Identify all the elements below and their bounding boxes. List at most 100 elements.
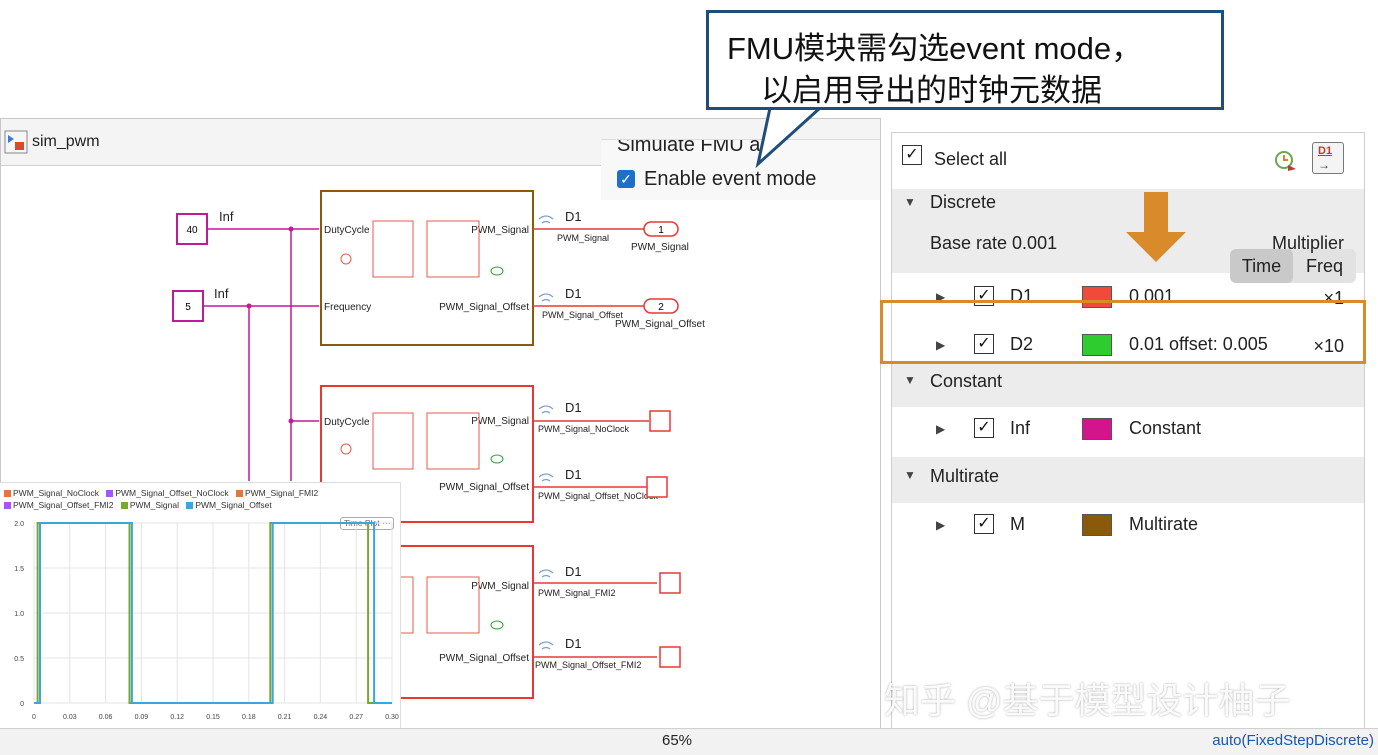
- time-plot-window[interactable]: PWM_Signal_NoClock PWM_Signal_Offset_NoC…: [0, 482, 401, 737]
- watermark: 知乎 @基于模型设计柚子: [884, 680, 1291, 721]
- expand-icon[interactable]: ▶: [936, 422, 946, 436]
- popup-title: Simulate FMU as: [617, 140, 771, 154]
- legend-swatch-icon: [106, 490, 114, 498]
- rate-row-d2[interactable]: ▶ ✓ D2 0.01 offset: 0.005 ×10: [892, 321, 1364, 369]
- legend-swatch-icon: [235, 490, 243, 498]
- time-freq-toggle: Time Freq: [1230, 249, 1356, 283]
- wire-label-4: PWM_Signal_Offset_NoClock: [538, 491, 658, 501]
- group-discrete-label: Discrete: [930, 192, 997, 212]
- legend-item[interactable]: PWM_Signal_FMI2: [235, 487, 318, 499]
- collapse-multirate-icon[interactable]: ▼: [904, 468, 916, 482]
- signal-log-icons: [538, 215, 554, 650]
- legend-item[interactable]: PWM_Signal_Offset: [186, 499, 272, 511]
- outport-1[interactable]: [643, 221, 679, 237]
- collapse-constant-icon[interactable]: ▼: [904, 373, 916, 387]
- enable-event-mode-checkbox[interactable]: ✓: [617, 170, 635, 188]
- rate-label-d1-3: D1: [565, 400, 582, 415]
- outport-1-label: PWM_Signal: [631, 242, 689, 253]
- x-tick-label: 0.21: [278, 714, 292, 721]
- inner-blocks-1: [340, 220, 504, 278]
- y-tick-label: 1.5: [14, 566, 24, 573]
- x-tick-label: 0.03: [63, 714, 77, 721]
- wire-label-6: PWM_Signal_Offset_FMI2: [535, 660, 641, 670]
- x-tick-label: 0.15: [206, 714, 220, 721]
- arrow-right-icon: →: [1318, 158, 1330, 172]
- port-dutycycle-1: DutyCycle: [324, 225, 370, 236]
- rate-label-d1-4: D1: [565, 467, 582, 482]
- rate-d2-checkbox[interactable]: ✓: [974, 334, 994, 354]
- output-wires: [533, 228, 657, 658]
- freq-button[interactable]: Freq: [1305, 255, 1343, 276]
- legend-item[interactable]: PWM_Signal_Offset_NoClock: [106, 487, 229, 499]
- rate-inf-checkbox[interactable]: ✓: [974, 418, 994, 438]
- x-tick-label: 0.09: [135, 714, 149, 721]
- rate-id: Inf: [1010, 418, 1031, 438]
- inner-blocks-2: [340, 412, 504, 470]
- model-header-bar: sim_pwm Simulate FMU as ✓ Enable event m…: [1, 119, 881, 200]
- port-pwm-signal-1: PWM_Signal: [471, 225, 529, 236]
- group-constant: ▼ Constant: [892, 363, 1364, 407]
- legend-swatch-icon: [120, 502, 128, 510]
- legend-item[interactable]: PWM_Signal: [120, 499, 179, 511]
- simulink-model-icon: [4, 130, 28, 154]
- constant-wires: [203, 228, 319, 481]
- constant-40-value: 40: [186, 225, 198, 236]
- rate-m-checkbox[interactable]: ✓: [974, 514, 994, 534]
- multiplier-header: Multiplier: [1271, 233, 1344, 253]
- outport-2[interactable]: [643, 298, 679, 314]
- terminator-blocks[interactable]: [646, 410, 681, 668]
- x-tick-label: 0: [32, 714, 36, 721]
- enable-event-mode-label: Enable event mode: [644, 168, 817, 190]
- block-diagram: 40 Inf 5 Inf DutyCycle Frequency PWM_Sig…: [172, 190, 705, 699]
- rate-id: D2: [1010, 334, 1034, 354]
- model-breadcrumb[interactable]: sim_pwm: [4, 128, 100, 156]
- wire-label-2: PWM_Signal_Offset: [542, 310, 623, 320]
- legend-d1-button[interactable]: D1 →: [1312, 142, 1344, 174]
- x-tick-label: 0.27: [349, 714, 363, 721]
- rate-row-inf[interactable]: ▶ ✓ Inf Constant: [892, 407, 1364, 455]
- port-pwm-signal-3: PWM_Signal: [471, 581, 529, 592]
- rate-label-d1-1: D1: [565, 209, 582, 224]
- expand-icon[interactable]: ▶: [936, 338, 946, 352]
- port-dutycycle-2: DutyCycle: [324, 417, 370, 428]
- port-frequency-1: Frequency: [324, 302, 371, 313]
- constant-block-5[interactable]: [172, 290, 204, 322]
- solver-link[interactable]: auto(FixedStepDiscrete): [1212, 732, 1374, 749]
- outport-1-number: 1: [658, 225, 664, 236]
- rate-value: 0.01 offset: 0.005: [1129, 334, 1268, 354]
- time-button[interactable]: Time: [1230, 249, 1293, 283]
- wire-label-5: PWM_Signal_FMI2: [538, 588, 616, 598]
- rate-label-d1-5: D1: [565, 564, 582, 579]
- wire-label-1: PWM_Signal: [557, 233, 609, 243]
- collapse-discrete-icon[interactable]: ▼: [904, 195, 916, 209]
- legend-swatch-icon: [4, 490, 11, 498]
- x-tick-label: 0.18: [242, 714, 256, 721]
- timing-legend-list: ✓ Select all D1 → ▼ Discrete Time Freq B…: [891, 132, 1365, 730]
- legend-item[interactable]: PWM_Signal_NoClock: [4, 487, 99, 499]
- y-tick-label: 0: [20, 701, 24, 708]
- legend-swatch-icon: [4, 502, 11, 510]
- expand-icon[interactable]: ▶: [936, 518, 946, 532]
- group-multirate: ▼ Multirate: [892, 457, 1364, 503]
- x-tick-label: 0.30: [385, 714, 399, 721]
- rate-multiplier: ×10: [1313, 336, 1344, 356]
- rate-row-m[interactable]: ▶ ✓ M Multirate: [892, 503, 1364, 551]
- outport-2-number: 2: [658, 302, 664, 313]
- base-rate-label: Base rate 0.001: [930, 233, 1058, 253]
- legend-item[interactable]: PWM_Signal_Offset_FMI2: [4, 499, 113, 511]
- group-discrete: ▼ Discrete Time Freq Base rate 0.001 Mul…: [892, 189, 1364, 283]
- expand-icon[interactable]: ▶: [936, 290, 946, 304]
- x-tick-label: 0.06: [99, 714, 113, 721]
- constant-40-rate: Inf: [219, 209, 234, 224]
- plot-legend: PWM_Signal_NoClock PWM_Signal_Offset_NoC…: [4, 487, 396, 511]
- zoom-level[interactable]: 65%: [662, 732, 693, 749]
- select-all-checkbox[interactable]: ✓: [902, 145, 922, 165]
- constant-block-40[interactable]: [176, 213, 208, 245]
- constant-5-rate: Inf: [214, 286, 229, 301]
- callout-line-1: FMU模块需勾选event mode，: [727, 31, 1143, 66]
- highlight-rates-icon[interactable]: [1272, 147, 1298, 173]
- rate-label-d1-6: D1: [565, 636, 582, 651]
- y-tick-label: 1.0: [14, 611, 24, 618]
- callout-pointer: [755, 106, 824, 168]
